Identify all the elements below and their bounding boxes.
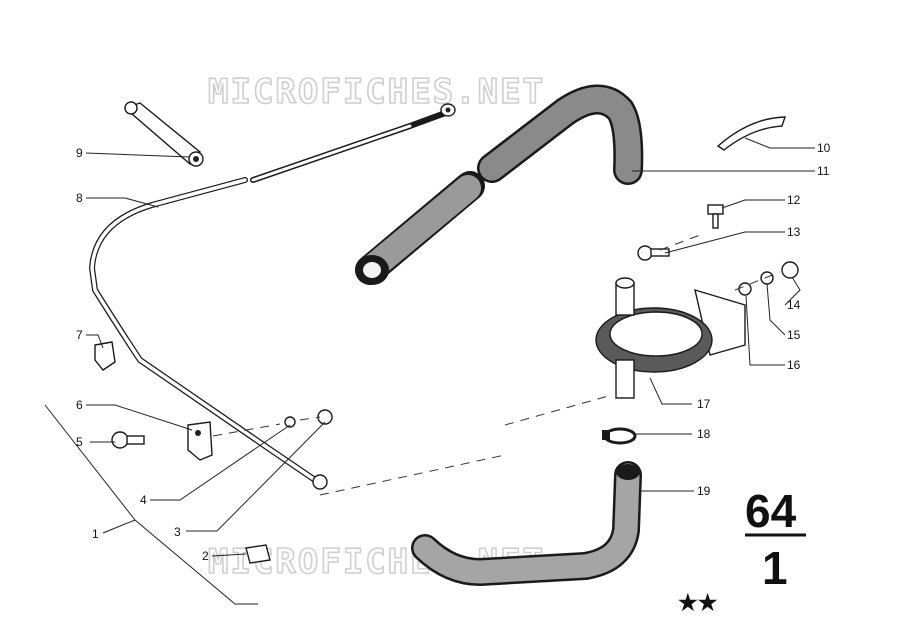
callout-2: 2 — [202, 549, 209, 563]
nut-part-14 — [781, 261, 799, 279]
subgroup-number: 1 — [762, 542, 788, 594]
grommet — [312, 474, 328, 490]
washer-part-16 — [738, 282, 752, 296]
callout-6: 6 — [76, 398, 83, 412]
assembly-line — [299, 416, 321, 421]
callout-19: 19 — [697, 484, 711, 498]
watermark-top: MICROFICHES.NET — [208, 72, 545, 112]
washer-part-15 — [760, 271, 774, 285]
callout-18: 18 — [697, 427, 711, 441]
callout-13: 13 — [787, 225, 801, 239]
callout-17: 17 — [697, 397, 711, 411]
callout-3: 3 — [174, 525, 181, 539]
callout-4: 4 — [140, 493, 147, 507]
bolt-part-13 — [637, 245, 670, 261]
star-rating: ★★ — [678, 590, 718, 615]
assembly-line — [212, 423, 281, 437]
hose-part-11 — [355, 84, 644, 285]
callout-1: 1 — [92, 527, 99, 541]
callout-15: 15 — [787, 328, 801, 342]
callout-9: 9 — [76, 146, 83, 160]
lever-part-9 — [123, 101, 204, 167]
washer-part-4 — [284, 416, 296, 428]
callout-5: 5 — [76, 435, 83, 449]
valve-part-17 — [595, 277, 746, 399]
rod-part-8 — [89, 103, 456, 485]
clip-part-10 — [716, 116, 786, 151]
callout-16: 16 — [787, 358, 801, 372]
hose-part-19 — [411, 461, 642, 586]
clip-part-7 — [94, 341, 116, 371]
callout-8: 8 — [76, 191, 83, 205]
assembly-line — [659, 234, 701, 251]
clamp-part-18 — [602, 427, 637, 445]
callout-11: 11 — [817, 164, 830, 178]
nut-part-2 — [245, 544, 271, 564]
assembly-line — [734, 271, 781, 291]
callout-14: 14 — [787, 298, 801, 312]
assembly-line — [319, 394, 613, 496]
group-number: 64 — [745, 485, 797, 537]
callout-10: 10 — [817, 141, 831, 155]
callout-12: 12 — [787, 193, 801, 207]
leader-lines — [44, 137, 815, 605]
bolt-part-12 — [707, 204, 724, 229]
nut-part-3 — [317, 409, 333, 425]
bracket-part-6 — [187, 421, 213, 461]
callout-7: 7 — [76, 328, 83, 342]
screw-part-5 — [111, 431, 145, 449]
